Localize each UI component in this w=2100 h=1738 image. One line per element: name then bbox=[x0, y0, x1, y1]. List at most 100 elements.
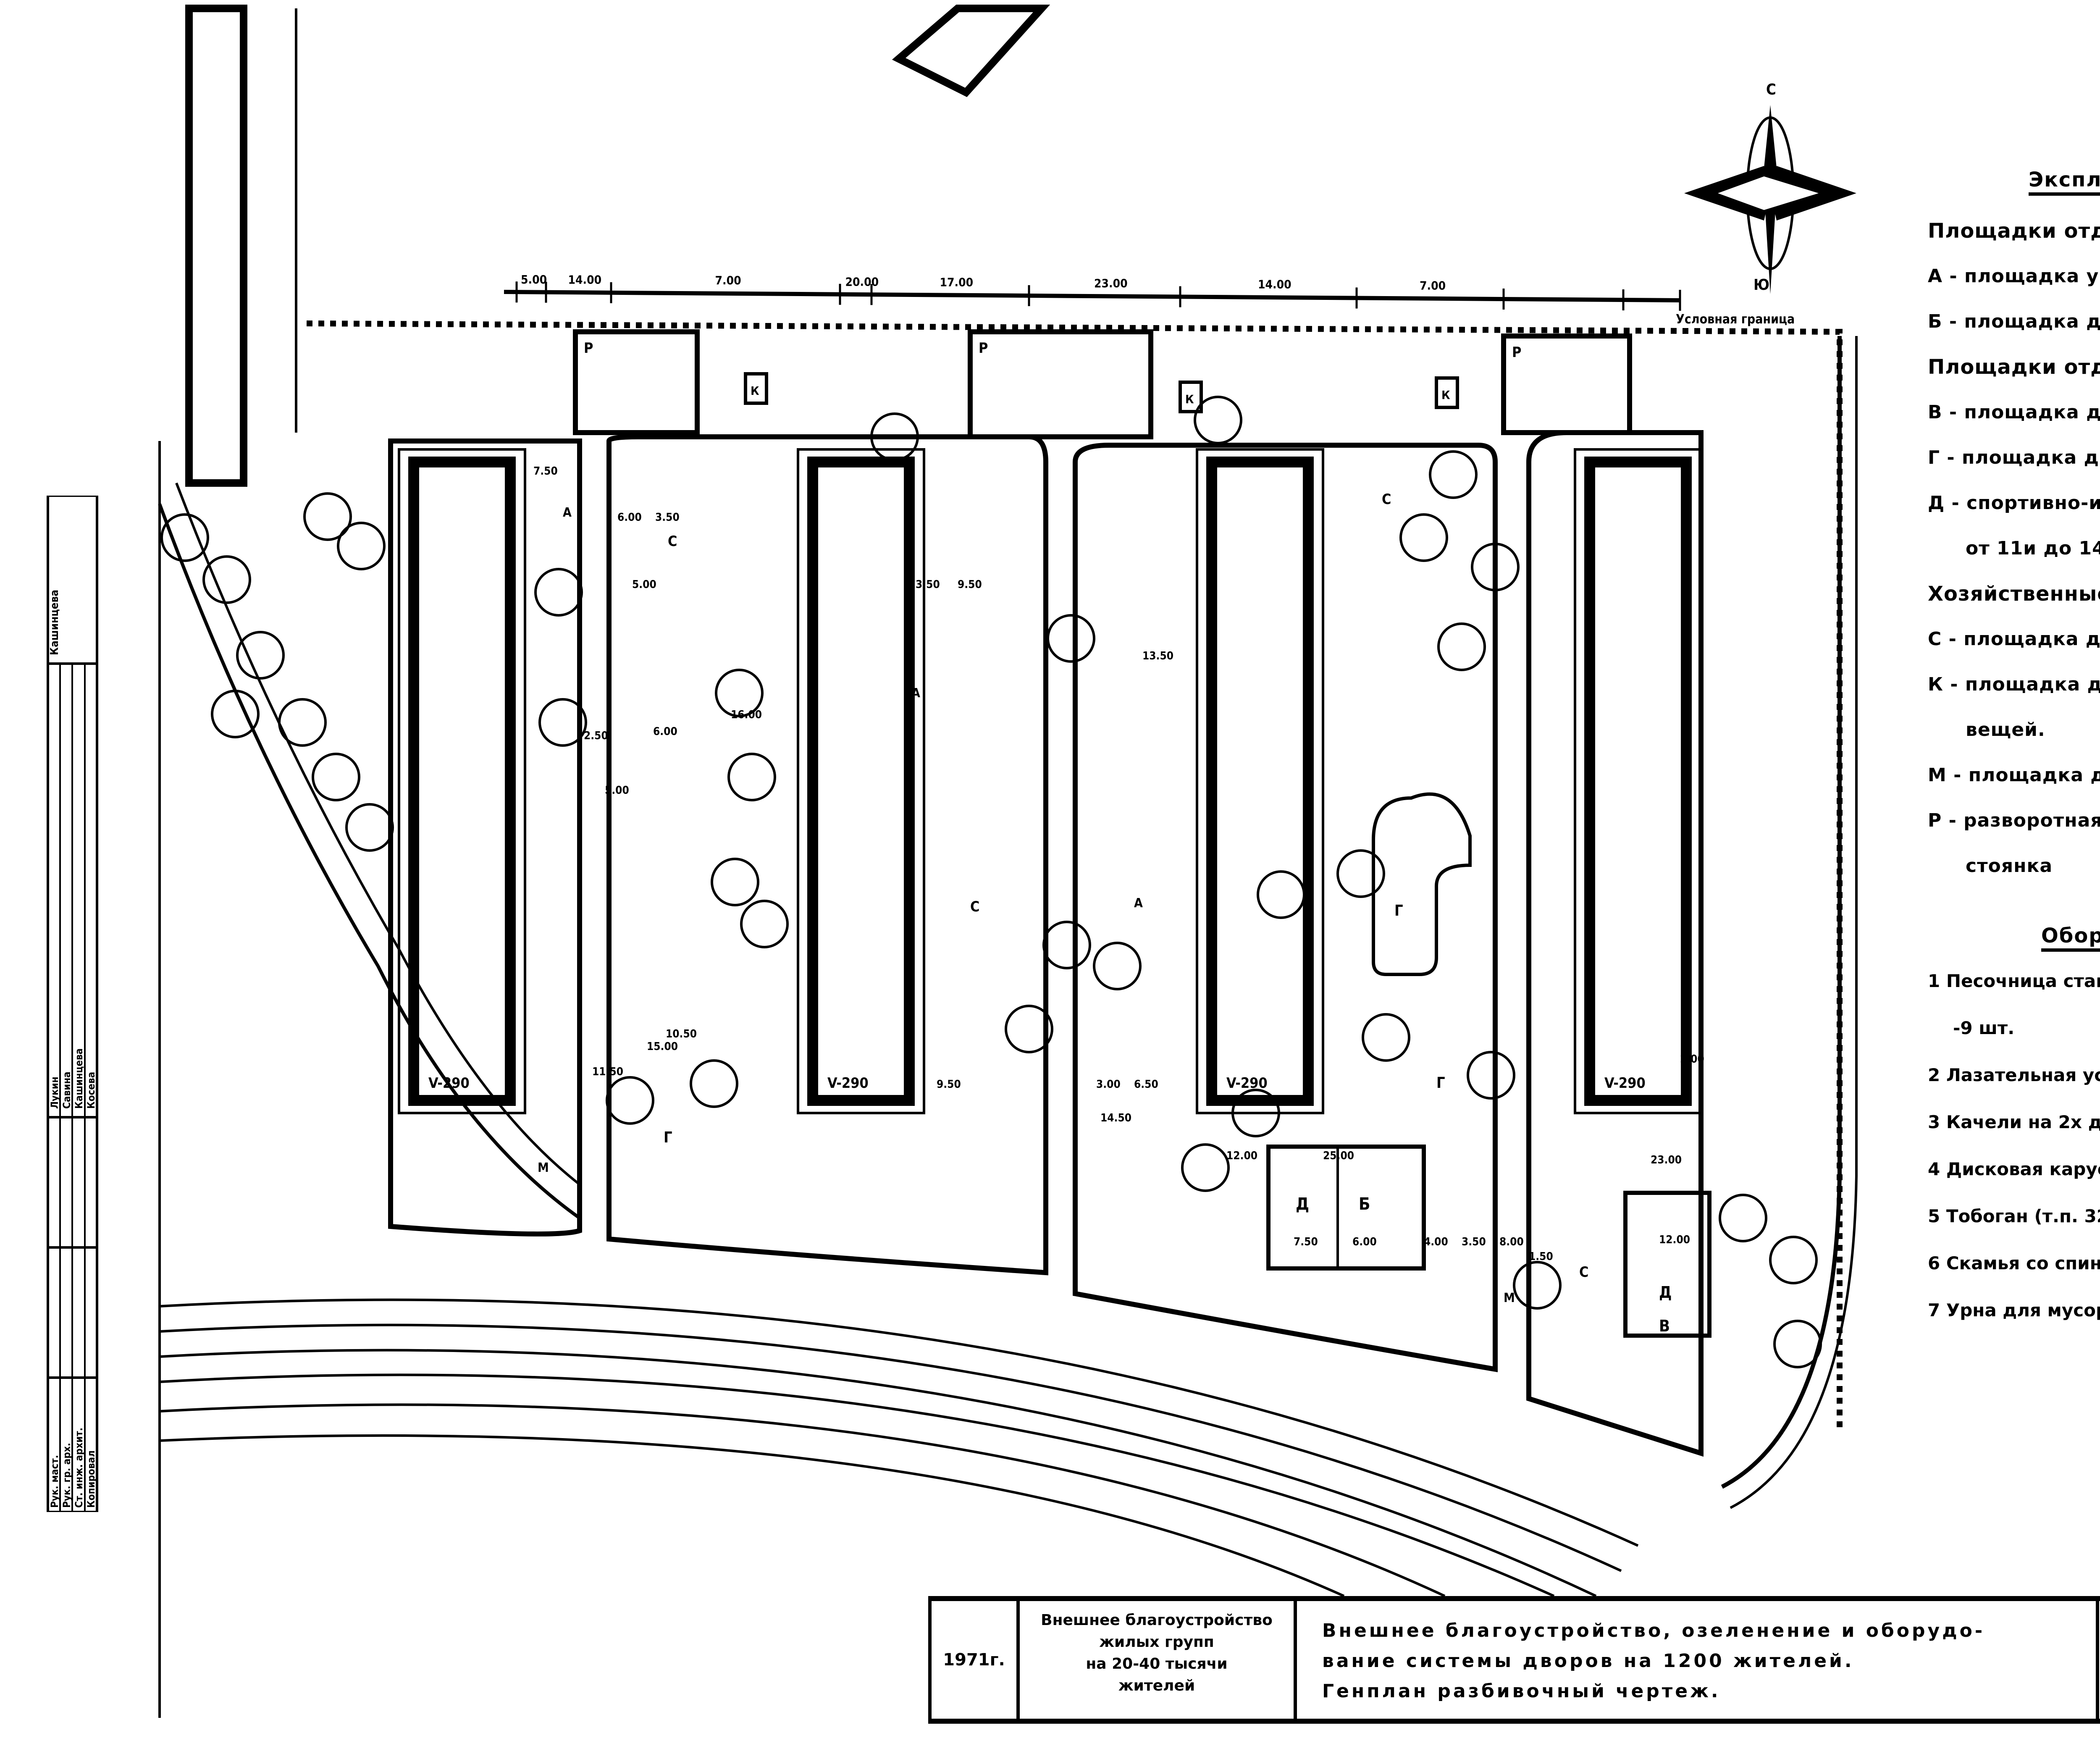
explication-item: Б - площадка для спортивных игр bbox=[1928, 299, 2100, 344]
tree-icon bbox=[1231, 1089, 1280, 1137]
album-title-line: на 20-40 тысячи bbox=[1086, 1655, 1228, 1672]
boundary-label: Условная граница bbox=[1676, 312, 1795, 327]
explication-text: площадка у входа в дом bbox=[1964, 265, 2100, 287]
approval-stamp: Кашинцева Рук. маст. Рук. гр. арх. Ст. и… bbox=[47, 496, 98, 1512]
equipment-number: 6 bbox=[1928, 1253, 1940, 1273]
explication-key: В bbox=[1928, 402, 1942, 423]
turning-area bbox=[1501, 333, 1632, 435]
tree-icon bbox=[727, 753, 776, 801]
explication-text: площадка для детей от 7и до 14и лет bbox=[1961, 447, 2100, 468]
tree-icon bbox=[1467, 1051, 1515, 1100]
explication-item: Г - площадка для детей от 7и до 14и лет bbox=[1928, 435, 2100, 480]
stamp-name: Кашинцева bbox=[73, 1048, 85, 1109]
plan-dimension-label: 23.00 bbox=[1651, 1154, 1682, 1166]
equipment-text: Тобоган (т.п. 320-27) - 1 шт. bbox=[1946, 1206, 2100, 1226]
equipment-text: Песочница стационарная деревянная (т.п. … bbox=[1946, 971, 2100, 991]
equipment-item: 7 Урна для мусора (т.п. 320-10) - 10 шт bbox=[1928, 1287, 2100, 1334]
zone-label: Р bbox=[1512, 344, 1521, 361]
zone-label: Б bbox=[1359, 1195, 1370, 1214]
explication-key: А bbox=[1928, 265, 1943, 287]
sheet-title-line: Генплан разбивочный чертеж. bbox=[1322, 1680, 1721, 1702]
explication-text: площадка для мусоросборников bbox=[1968, 764, 2100, 786]
east-path bbox=[1721, 336, 1842, 1489]
buildings bbox=[398, 448, 1702, 1114]
tree-icon bbox=[870, 412, 919, 461]
explication-key: Б bbox=[1928, 311, 1942, 332]
plan-dimension-label: 1.50 bbox=[1529, 1250, 1553, 1263]
title-block: 1971г. Внешнее благоустройство жилых гру… bbox=[928, 1596, 2100, 1724]
stamp-role: Копировал bbox=[85, 1450, 97, 1508]
explication-item: Д - спортивно-игровые площадки для детей bbox=[1928, 480, 2100, 526]
equipment-item: 6 Скамья со спинкой (т.п. 320-23) - 30 ш… bbox=[1928, 1240, 2100, 1287]
plan-dimension-label: 3.00 bbox=[1096, 1078, 1121, 1091]
plan-dimension-label: 7.50 bbox=[1294, 1236, 1318, 1248]
sheet-title-cell: Внешнее благоустройство, озеленение и об… bbox=[1294, 1601, 2096, 1719]
equipment-number: 7 bbox=[1928, 1300, 1940, 1321]
tree-icon bbox=[1194, 396, 1242, 444]
trees bbox=[160, 396, 1822, 1368]
explication-legend: Экспликация Площадки отдыха взрослого на… bbox=[1928, 168, 2100, 889]
tree-icon bbox=[278, 698, 327, 747]
tree-icon bbox=[1005, 1005, 1053, 1053]
explication-key: Д bbox=[1928, 492, 1945, 514]
explication-text: площадка для спортивных игр bbox=[1964, 311, 2100, 332]
top-dimension-label: 7.00 bbox=[1420, 279, 1446, 293]
separator: - bbox=[1946, 764, 1969, 786]
curved-road bbox=[159, 1298, 1639, 1597]
explication-item-continuation: стоянка bbox=[1966, 855, 2053, 877]
zone-label: Г bbox=[1436, 1074, 1445, 1092]
explication-item: Р - разворотная площадка и временная авт… bbox=[1928, 798, 2100, 843]
tree-icon bbox=[715, 669, 764, 717]
plan-dimension-label: 6.00 bbox=[617, 511, 642, 524]
tree-icon bbox=[1399, 513, 1448, 562]
explication-title: Экспликация bbox=[2029, 168, 2100, 192]
zone-label: С bbox=[1579, 1264, 1588, 1281]
plan-dimension-label: 3.50 bbox=[1462, 1236, 1486, 1248]
tree-icon bbox=[538, 698, 587, 747]
top-dimension-label: 20.00 bbox=[845, 275, 879, 289]
explication-group-heading: Площадки отдыха взрослого населения bbox=[1928, 219, 2100, 243]
explication-key: Г bbox=[1928, 447, 1940, 468]
plan-dimension-label: 9.50 bbox=[958, 578, 982, 591]
equipment-number: 3 bbox=[1928, 1112, 1940, 1132]
tree-icon bbox=[1513, 1261, 1562, 1310]
explication-key: К bbox=[1928, 674, 1943, 695]
explication-item-continuation: вещей. bbox=[1966, 719, 2045, 740]
explication-group-heading: Площадки отдыха детей и подростков bbox=[1928, 355, 2100, 379]
tree-icon bbox=[303, 492, 352, 541]
separator: - bbox=[1945, 492, 1967, 514]
project-cell: Типовой проект Серия 320 - 35 bbox=[2096, 1601, 2100, 1719]
album-title-line: жилых групп bbox=[1099, 1633, 1214, 1651]
zone-label: К bbox=[1441, 388, 1450, 402]
equipment-item: 5 Тобоган (т.п. 320-27) - 1 шт. bbox=[1928, 1193, 2100, 1240]
equipment-number: 4 bbox=[1928, 1159, 1940, 1179]
zone-label: Р bbox=[584, 340, 593, 357]
tree-icon bbox=[211, 690, 260, 738]
courtyard-outlines bbox=[388, 430, 1704, 1457]
separator: - bbox=[1942, 628, 1964, 650]
equipment-item: 3 Качели на 2х детей (т.п. 320-15) - 2 ш… bbox=[1928, 1099, 2100, 1146]
sports-area bbox=[1266, 1145, 1426, 1271]
zone-label: С bbox=[1382, 491, 1391, 508]
tree-icon bbox=[1437, 622, 1486, 671]
equipment-item-continuation: -9 шт. bbox=[1953, 1018, 2015, 1038]
equipment-number: 5 bbox=[1928, 1206, 1940, 1226]
plan-dimension-label: 8.00 bbox=[1499, 1236, 1524, 1248]
zone-label: К bbox=[1185, 392, 1194, 406]
plan-dimension-label: 3.50 bbox=[916, 578, 940, 591]
plan-dimension-label: 6.00 bbox=[1352, 1236, 1377, 1248]
play-area-d-v bbox=[1623, 1191, 1712, 1338]
plan-dimension-label: 9.50 bbox=[937, 1078, 961, 1091]
explication-item: С - площадка для сушки белья bbox=[1928, 617, 2100, 662]
plan-dimension-label: 6.50 bbox=[1134, 1078, 1158, 1091]
zone-label: С bbox=[668, 533, 677, 550]
explication-item: М - площадка для мусоросборников bbox=[1928, 753, 2100, 798]
plan-dimension-label: 2.00 bbox=[1680, 1053, 1704, 1066]
zone-label: А bbox=[911, 686, 920, 701]
zone-label: М bbox=[538, 1160, 549, 1175]
tree-icon bbox=[1181, 1143, 1230, 1192]
turning-area bbox=[573, 329, 700, 435]
separator: - bbox=[1942, 311, 1964, 332]
